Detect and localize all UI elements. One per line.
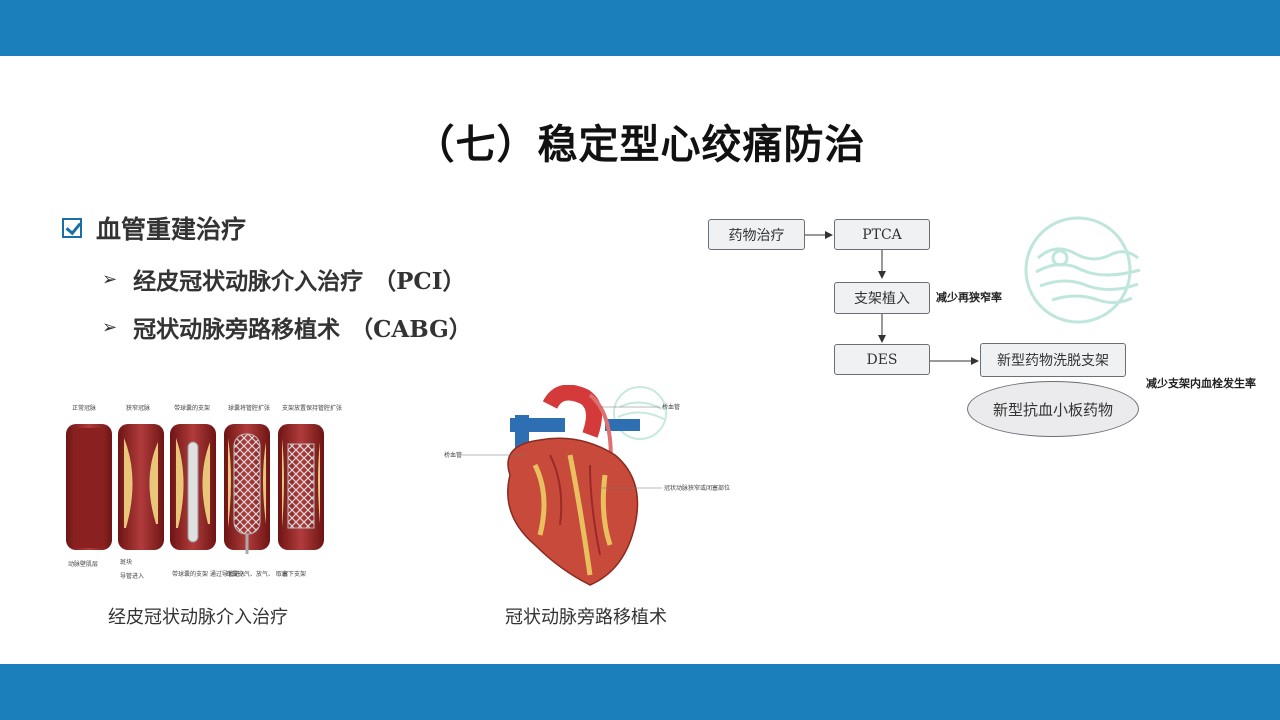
watermark-logo-icon xyxy=(1024,216,1141,324)
caption-cabg: 冠状动脉旁路移植术 xyxy=(505,607,667,628)
heart-label-graft-left: 桥血管 xyxy=(444,451,462,459)
flow-node-drug-therapy: 药物治疗 xyxy=(708,219,805,250)
stent-label-1: 斑块 xyxy=(120,558,132,566)
vessel-normal xyxy=(66,424,112,550)
vessel-stenosis xyxy=(118,424,164,550)
stent-label-0: 动脉壁肌层 xyxy=(68,560,98,568)
stent-header-3: 球囊将管腔扩张 xyxy=(228,404,270,412)
treatment-flowchart: 药物治疗 PTCA 支架植入 减少再狭窄率 DES 新型药物洗脱支架 减少支架内… xyxy=(700,205,1280,445)
checkbox-icon xyxy=(62,218,82,238)
stent-header-0: 正常冠脉 xyxy=(72,404,96,412)
arrow-right-icon: ➢ xyxy=(102,316,118,338)
coronary-fat-shape xyxy=(532,454,613,576)
bullet-revascularization: 血管重建治疗 xyxy=(62,210,246,246)
stent-label-4: 球囊充气、放气、 取出 xyxy=(226,570,288,578)
sub-bullet-abbr: （CABG） xyxy=(350,316,472,343)
flowchart-connectors xyxy=(805,231,979,365)
heart-label-graft-top: 桥血管 xyxy=(662,403,680,411)
stent-header-2: 带球囊的支架 xyxy=(174,404,210,412)
header-bar xyxy=(0,0,1280,56)
footer-bar xyxy=(0,664,1280,720)
flow-node-new-des: 新型药物洗脱支架 xyxy=(980,343,1126,377)
stent-header-4: 支架放置保持管腔扩张 xyxy=(282,404,342,412)
pci-stent-illustration: 正常冠脉 狭窄冠脉 带球囊的支架 球囊将管腔扩张 支架放置保持管腔扩张 动脉壁肌… xyxy=(66,404,342,580)
aorta-shape xyxy=(542,385,602,438)
vessel-balloon-stent xyxy=(170,424,216,550)
bullet-main-label: 血管重建治疗 xyxy=(96,215,247,244)
heart-watermark-icon xyxy=(613,386,667,440)
sub-bullet-pci: ➢ 经皮冠状动脉介入治疗 （PCI） xyxy=(102,262,465,296)
vessel-stent-placed xyxy=(278,424,324,550)
flow-node-des: DES xyxy=(834,344,930,375)
page-title: （七）稳定型心绞痛防治 xyxy=(414,122,866,168)
caption-pci: 经皮冠状动脉介入治疗 xyxy=(108,607,288,628)
sub-bullet-cabg: ➢ 冠状动脉旁路移植术 （CABG） xyxy=(102,310,472,344)
sub-bullet-text: 经皮冠状动脉介入治疗 xyxy=(133,269,364,295)
flow-note-restenosis: 减少再狭窄率 xyxy=(936,291,1002,304)
coronary-artery-shape xyxy=(549,454,601,556)
stent-label-5: 留下支架 xyxy=(282,570,306,578)
flow-node-antiplatelet: 新型抗血小板药物 xyxy=(967,381,1139,437)
stent-header-1: 狭窄冠脉 xyxy=(126,404,150,412)
flow-note-thrombosis: 减少支架内血栓发生率 xyxy=(1146,377,1256,390)
stent-label-3: 带球囊的支架 通过导管进入 xyxy=(172,570,246,578)
flow-node-stent: 支架植入 xyxy=(834,282,930,314)
stent-label-2: 导管进入 xyxy=(120,572,144,580)
sub-bullet-abbr: （PCI） xyxy=(373,268,466,295)
cabg-heart-illustration: 桥血管 桥血管 冠状动脉狭窄或闭塞部位 xyxy=(444,385,730,586)
heart-label-stenosis: 冠状动脉狭窄或闭塞部位 xyxy=(664,484,730,492)
arrow-right-icon: ➢ xyxy=(102,268,118,290)
vessel-balloon-expand xyxy=(224,424,270,554)
flow-node-ptca: PTCA xyxy=(834,219,930,250)
sub-bullet-text: 冠状动脉旁路移植术 xyxy=(133,317,341,343)
